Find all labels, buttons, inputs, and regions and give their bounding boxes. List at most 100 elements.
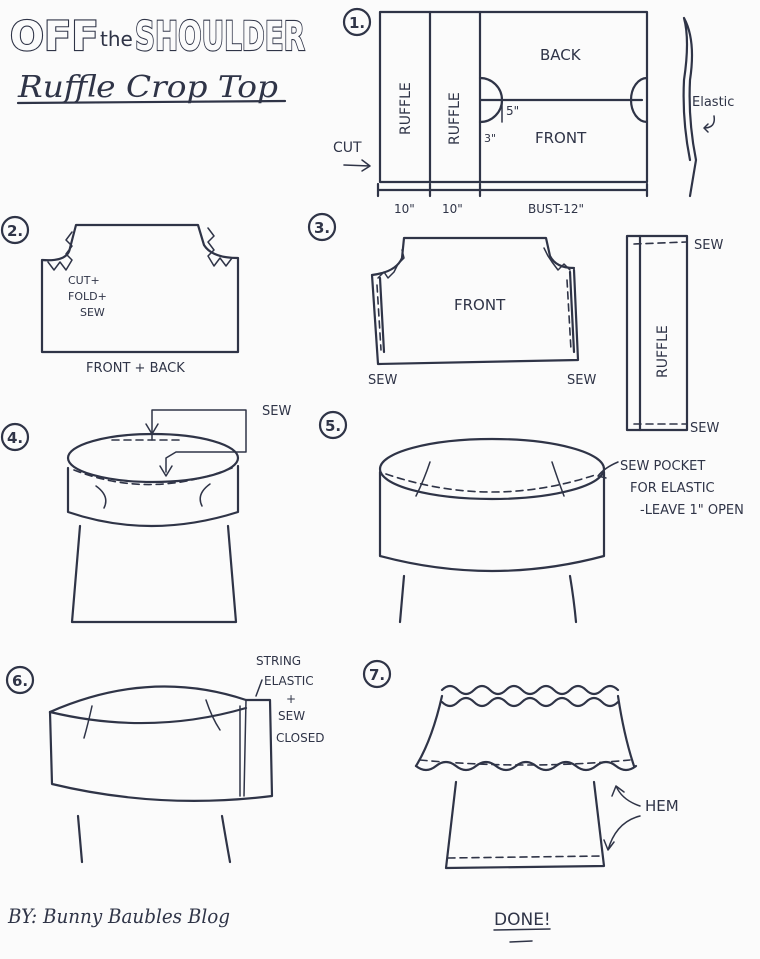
dimension-line [376,182,649,198]
front-side-stitches [376,279,572,351]
band-opening [66,432,240,484]
armhole-right [629,76,649,124]
measure-5in: 5" [506,104,519,118]
dim-bust: BUST-12" [528,202,584,216]
body-hem-stitch [447,855,603,859]
front-panel-inner [378,270,576,354]
ruffle-hem-stitch [419,759,631,766]
step-7: 7. HEM DONE! [362,659,679,943]
step-6: 6. STRING ELASTIC + SEW CLOSED [5,654,325,864]
top-body [70,524,238,624]
elastic-arrow [703,115,716,133]
armhole-curves [95,483,211,509]
done-label: DONE! [494,910,551,930]
title-subtitle: Ruffle Crop Top [17,70,278,105]
step-5: 5. SEW POCKET FOR ELASTIC -LEAVE 1" OPEN [318,410,744,624]
band-top-front [48,706,248,725]
step-2-note-c: SEW [80,306,105,319]
sew-top: SEW [694,238,723,253]
sew-callout-line [151,409,247,473]
step-2-caption: FRONT + BACK [86,361,185,376]
sew-bottom: SEW [690,421,719,436]
cut-label: CUT [333,140,362,156]
front-label-3: FRONT [454,296,506,314]
pocket-inner-lines [415,461,565,497]
pocket-rim [378,437,606,501]
title-off: OFF [10,14,99,60]
step-2: 2. CUT+ FOLD+ SEW FRONT + BACK [0,215,240,376]
title: OFF the SHOULDER Ruffle Crop Top [9,13,306,105]
step-2-note-a: CUT+ [68,274,100,287]
ruffle-sides [414,694,636,768]
cut-arrow [343,159,371,172]
sew-callout-arrows [145,423,173,477]
step-5-badge [318,410,348,440]
step-2-badge [0,215,30,245]
step-2-number: 2. [7,222,23,240]
notches-left [47,231,73,271]
step-5-number: 5. [325,417,341,435]
band-top-back [48,685,248,714]
step-5-note-b: FOR ELASTIC [630,481,715,496]
ruffle-strip [625,234,689,432]
measure-3in: 3" [484,132,496,145]
step-4: 4. SEW [0,404,291,624]
sew-left: SEW [368,373,397,388]
closed-seam [239,699,247,797]
step-3: 3. FRONT SEW SEW RUFFLE SEW SEW [307,212,723,436]
step-6-note-b: ELASTIC [264,674,314,688]
front-label: FRONT [535,129,587,147]
step-7-badge [362,659,392,689]
step-6-note-c: + [286,692,296,706]
ruffle-label-1: RUFFLE [398,82,414,135]
step-1: 1. RUFFLE RUFFLE BACK FRONT 5" 3" CUT 10… [333,7,734,216]
fabric-layout [378,10,649,184]
string-elastic-arrow [255,679,263,697]
elastic-strip [682,16,698,198]
step-2-note-b: FOLD+ [68,290,107,303]
hem-label: HEM [645,797,679,815]
step-5-note-c: -LEAVE 1" OPEN [640,503,744,518]
front-panel [370,236,580,366]
band-body-lower [76,814,232,864]
step-6-number: 6. [12,672,28,690]
fabric-dividers [428,10,644,184]
step-1-badge [342,7,372,37]
step-5-note-a: SEW POCKET [620,459,705,474]
band-inner-lines [83,699,221,739]
front-notches-left [377,249,405,279]
ruffle-top-edge-back [440,684,620,696]
step-4-number: 4. [7,429,23,447]
step-3-badge [307,212,337,242]
step-3-number: 3. [314,219,330,237]
subtitle-underline [16,99,287,105]
pocket-arrow [597,461,619,479]
step-1-number: 1. [349,14,365,32]
credit: BY: Bunny Baubles Blog [7,904,230,928]
step-7-number: 7. [369,666,385,684]
ruffle-band [66,464,240,528]
ruffle-hem [414,760,638,772]
ruffle-label-3: RUFFLE [655,325,671,378]
step-6-note-a: STRING [256,654,301,668]
step-4-badge [0,422,30,452]
done-underline [493,928,551,943]
pocket-band [378,470,606,573]
pocket-stitches [385,473,599,493]
sew-right: SEW [567,373,596,388]
band-seam-lower [73,467,233,486]
title-the: the [100,27,133,51]
notches-right [207,227,233,267]
front-notches-right [543,247,571,271]
ruffle-stitches [633,241,687,425]
front-back-panel [40,223,240,354]
dim-ruffle-1: 10" [394,202,415,216]
finished-body [444,780,606,870]
pocket-body [398,574,578,624]
hem-arrow-upper [611,785,641,807]
step-6-note-d: SEW [278,709,305,723]
back-label: BACK [540,46,582,64]
title-shoulder: SHOULDER [135,14,305,60]
step-6-note-e: CLOSED [276,731,325,745]
